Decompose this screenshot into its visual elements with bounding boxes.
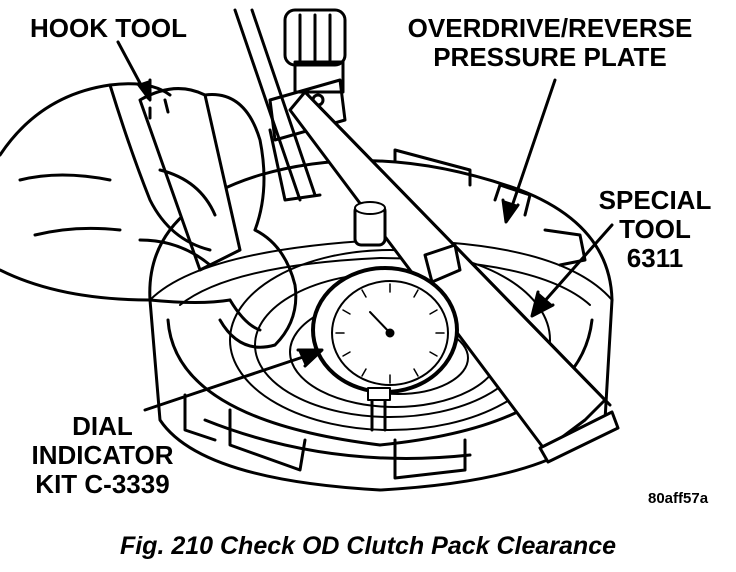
special-tool-label-line-1: SPECIAL	[598, 185, 712, 215]
dial-indicator	[311, 201, 459, 432]
special-tool-label: SPECIAL TOOL 6311	[585, 186, 725, 273]
pressure-plate-label-line-2: PRESSURE PLATE	[433, 42, 667, 72]
special-tool-label-line-3: 6311	[626, 243, 684, 273]
pressure-plate-label: OVERDRIVE/REVERSE PRESSURE PLATE	[395, 14, 705, 72]
support-rod	[233, 8, 347, 202]
hook-tool-label: HOOK TOOL	[30, 13, 187, 43]
special-tool-label-line-2: TOOL	[619, 214, 691, 244]
hand-with-hook-tool	[0, 82, 298, 349]
figure-code: 80aff57a	[648, 490, 709, 507]
pressure-plate-label-line-1: OVERDRIVE/REVERSE	[407, 13, 693, 43]
dial-indicator-label-line-1: DIAL	[72, 411, 133, 441]
figure-caption: Fig. 210 Check OD Clutch Pack Clearance	[119, 532, 617, 560]
leader-arrows	[116, 40, 614, 412]
dial-indicator-label-line-2: INDICATOR	[31, 440, 174, 470]
dial-indicator-label: DIAL INDICATOR KIT C-3339	[0, 412, 205, 499]
special-tool-bar	[288, 90, 620, 464]
dial-indicator-label-line-3: KIT C-3339	[35, 469, 170, 499]
